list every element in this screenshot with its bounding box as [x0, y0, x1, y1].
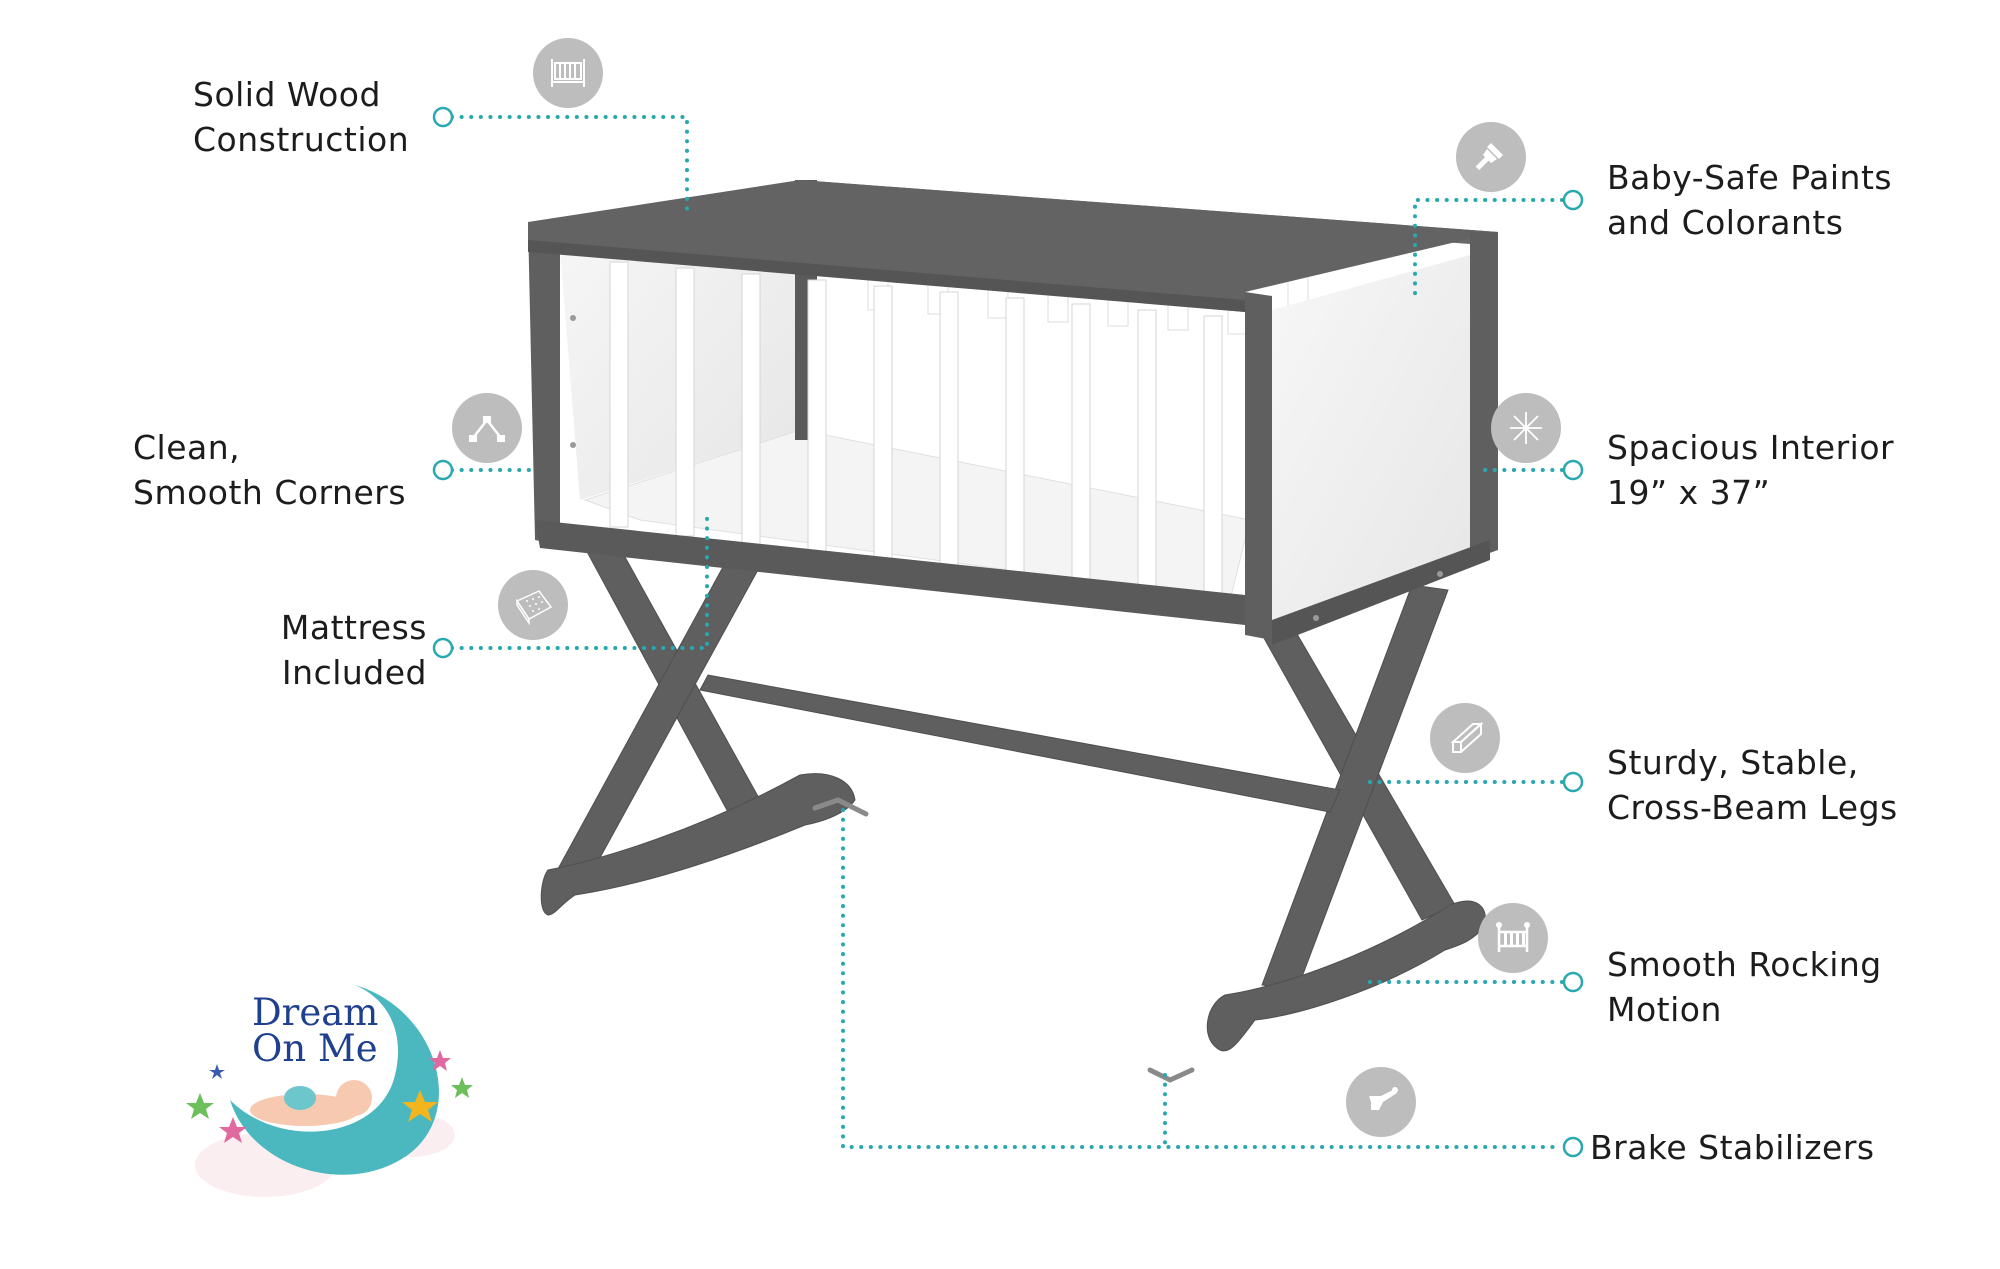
feature-line1: Clean, [133, 428, 241, 467]
brand-name-line1: Dream [252, 991, 379, 1034]
feature-line2: Cross-Beam Legs [1607, 788, 1898, 827]
brand-logo: Dream On Me [252, 991, 379, 1070]
corner-angle-icon [452, 393, 522, 463]
cradle-box [528, 180, 1498, 645]
feature-line2: Smooth Corners [133, 473, 407, 512]
crib-icon [533, 38, 603, 108]
feature-label-solid-wood: Solid Wood Construction [193, 72, 409, 162]
feature-line2: Construction [193, 120, 410, 159]
feature-line2: and Colorants [1607, 203, 1844, 242]
feature-line1: Spacious Interior [1607, 428, 1895, 467]
feature-line2: Included [281, 653, 427, 692]
feature-line1: Mattress [280, 608, 427, 647]
connector-lines [450, 115, 1564, 1149]
feature-label-spacious: Spacious Interior 19” x 37” [1607, 425, 1894, 515]
mattress-icon [498, 570, 568, 640]
feature-line1: Sturdy, Stable, [1607, 743, 1859, 782]
feature-label-smooth-corners: Clean, Smooth Corners [133, 425, 406, 515]
feature-label-sturdy-legs: Sturdy, Stable, Cross-Beam Legs [1607, 740, 1898, 830]
feature-label-mattress: Mattress Included [281, 605, 427, 695]
feature-label-safe-paints: Baby-Safe Paints and Colorants [1607, 155, 1892, 245]
feature-label-brake: Brake Stabilizers [1590, 1125, 1875, 1170]
feature-line2: Motion [1607, 990, 1722, 1029]
beam-icon [1430, 703, 1500, 773]
brake-lever-icon [1346, 1067, 1416, 1137]
cradle-icon [1478, 903, 1548, 973]
feature-line1: Brake Stabilizers [1590, 1128, 1875, 1167]
feature-line1: Baby-Safe Paints [1607, 158, 1893, 197]
brake-left [812, 797, 869, 817]
cradle-legs [540, 544, 1486, 1052]
feature-line1: Solid Wood [193, 75, 381, 114]
brake-right [1147, 1067, 1195, 1083]
brand-name-line2: On Me [252, 1027, 378, 1070]
feature-line2: 19” x 37” [1607, 473, 1771, 512]
feature-label-rocking: Smooth Rocking Motion [1607, 942, 1882, 1032]
expand-arrows-icon [1491, 393, 1561, 463]
feature-line1: Smooth Rocking [1607, 945, 1882, 984]
connector-endpoints [432, 106, 1584, 1158]
paintbrush-icon [1456, 122, 1526, 192]
brand-logo-art [186, 985, 473, 1197]
